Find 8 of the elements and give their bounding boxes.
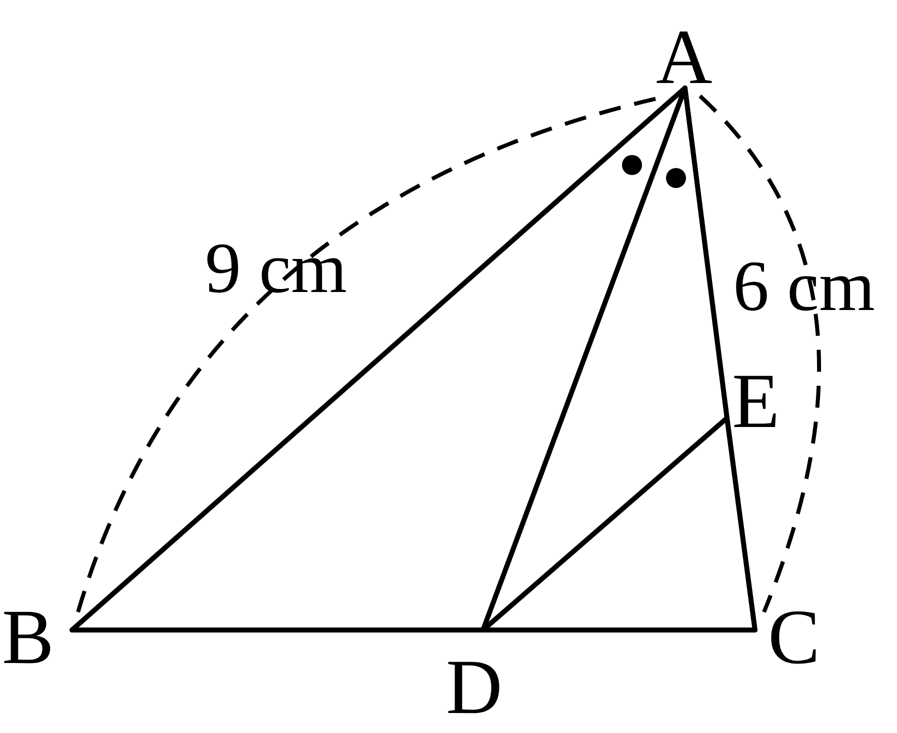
- length-label: 6 cm: [733, 250, 875, 322]
- line-segment: [480, 628, 758, 632]
- point-label: B: [2, 598, 54, 676]
- point-label: D: [446, 648, 502, 726]
- length-label: 9 cm: [205, 232, 347, 304]
- point-label: A: [656, 18, 712, 96]
- point-label: C: [768, 598, 820, 676]
- point-label: E: [732, 362, 780, 440]
